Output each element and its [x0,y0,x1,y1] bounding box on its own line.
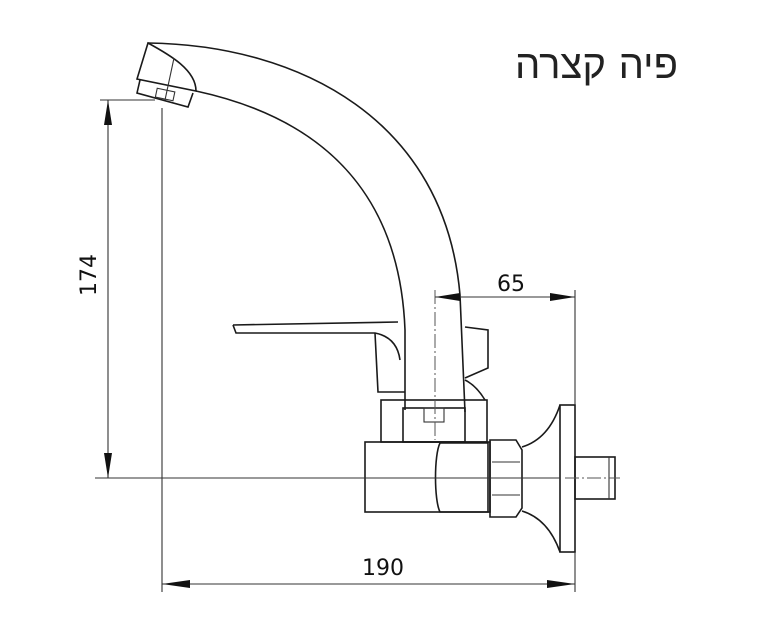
height-dimension: 174 [77,99,163,592]
spout [135,41,466,413]
drawing-title: פיה קצרה [515,42,678,88]
neck [380,399,488,443]
length-dimension: 190 [162,552,576,592]
offset-dimension-label: 65 [497,272,525,297]
height-dimension-label: 174 [77,254,102,296]
length-dimension-label: 190 [362,556,404,581]
offset-dimension: 65 [435,272,576,405]
lever-handle [232,321,489,401]
